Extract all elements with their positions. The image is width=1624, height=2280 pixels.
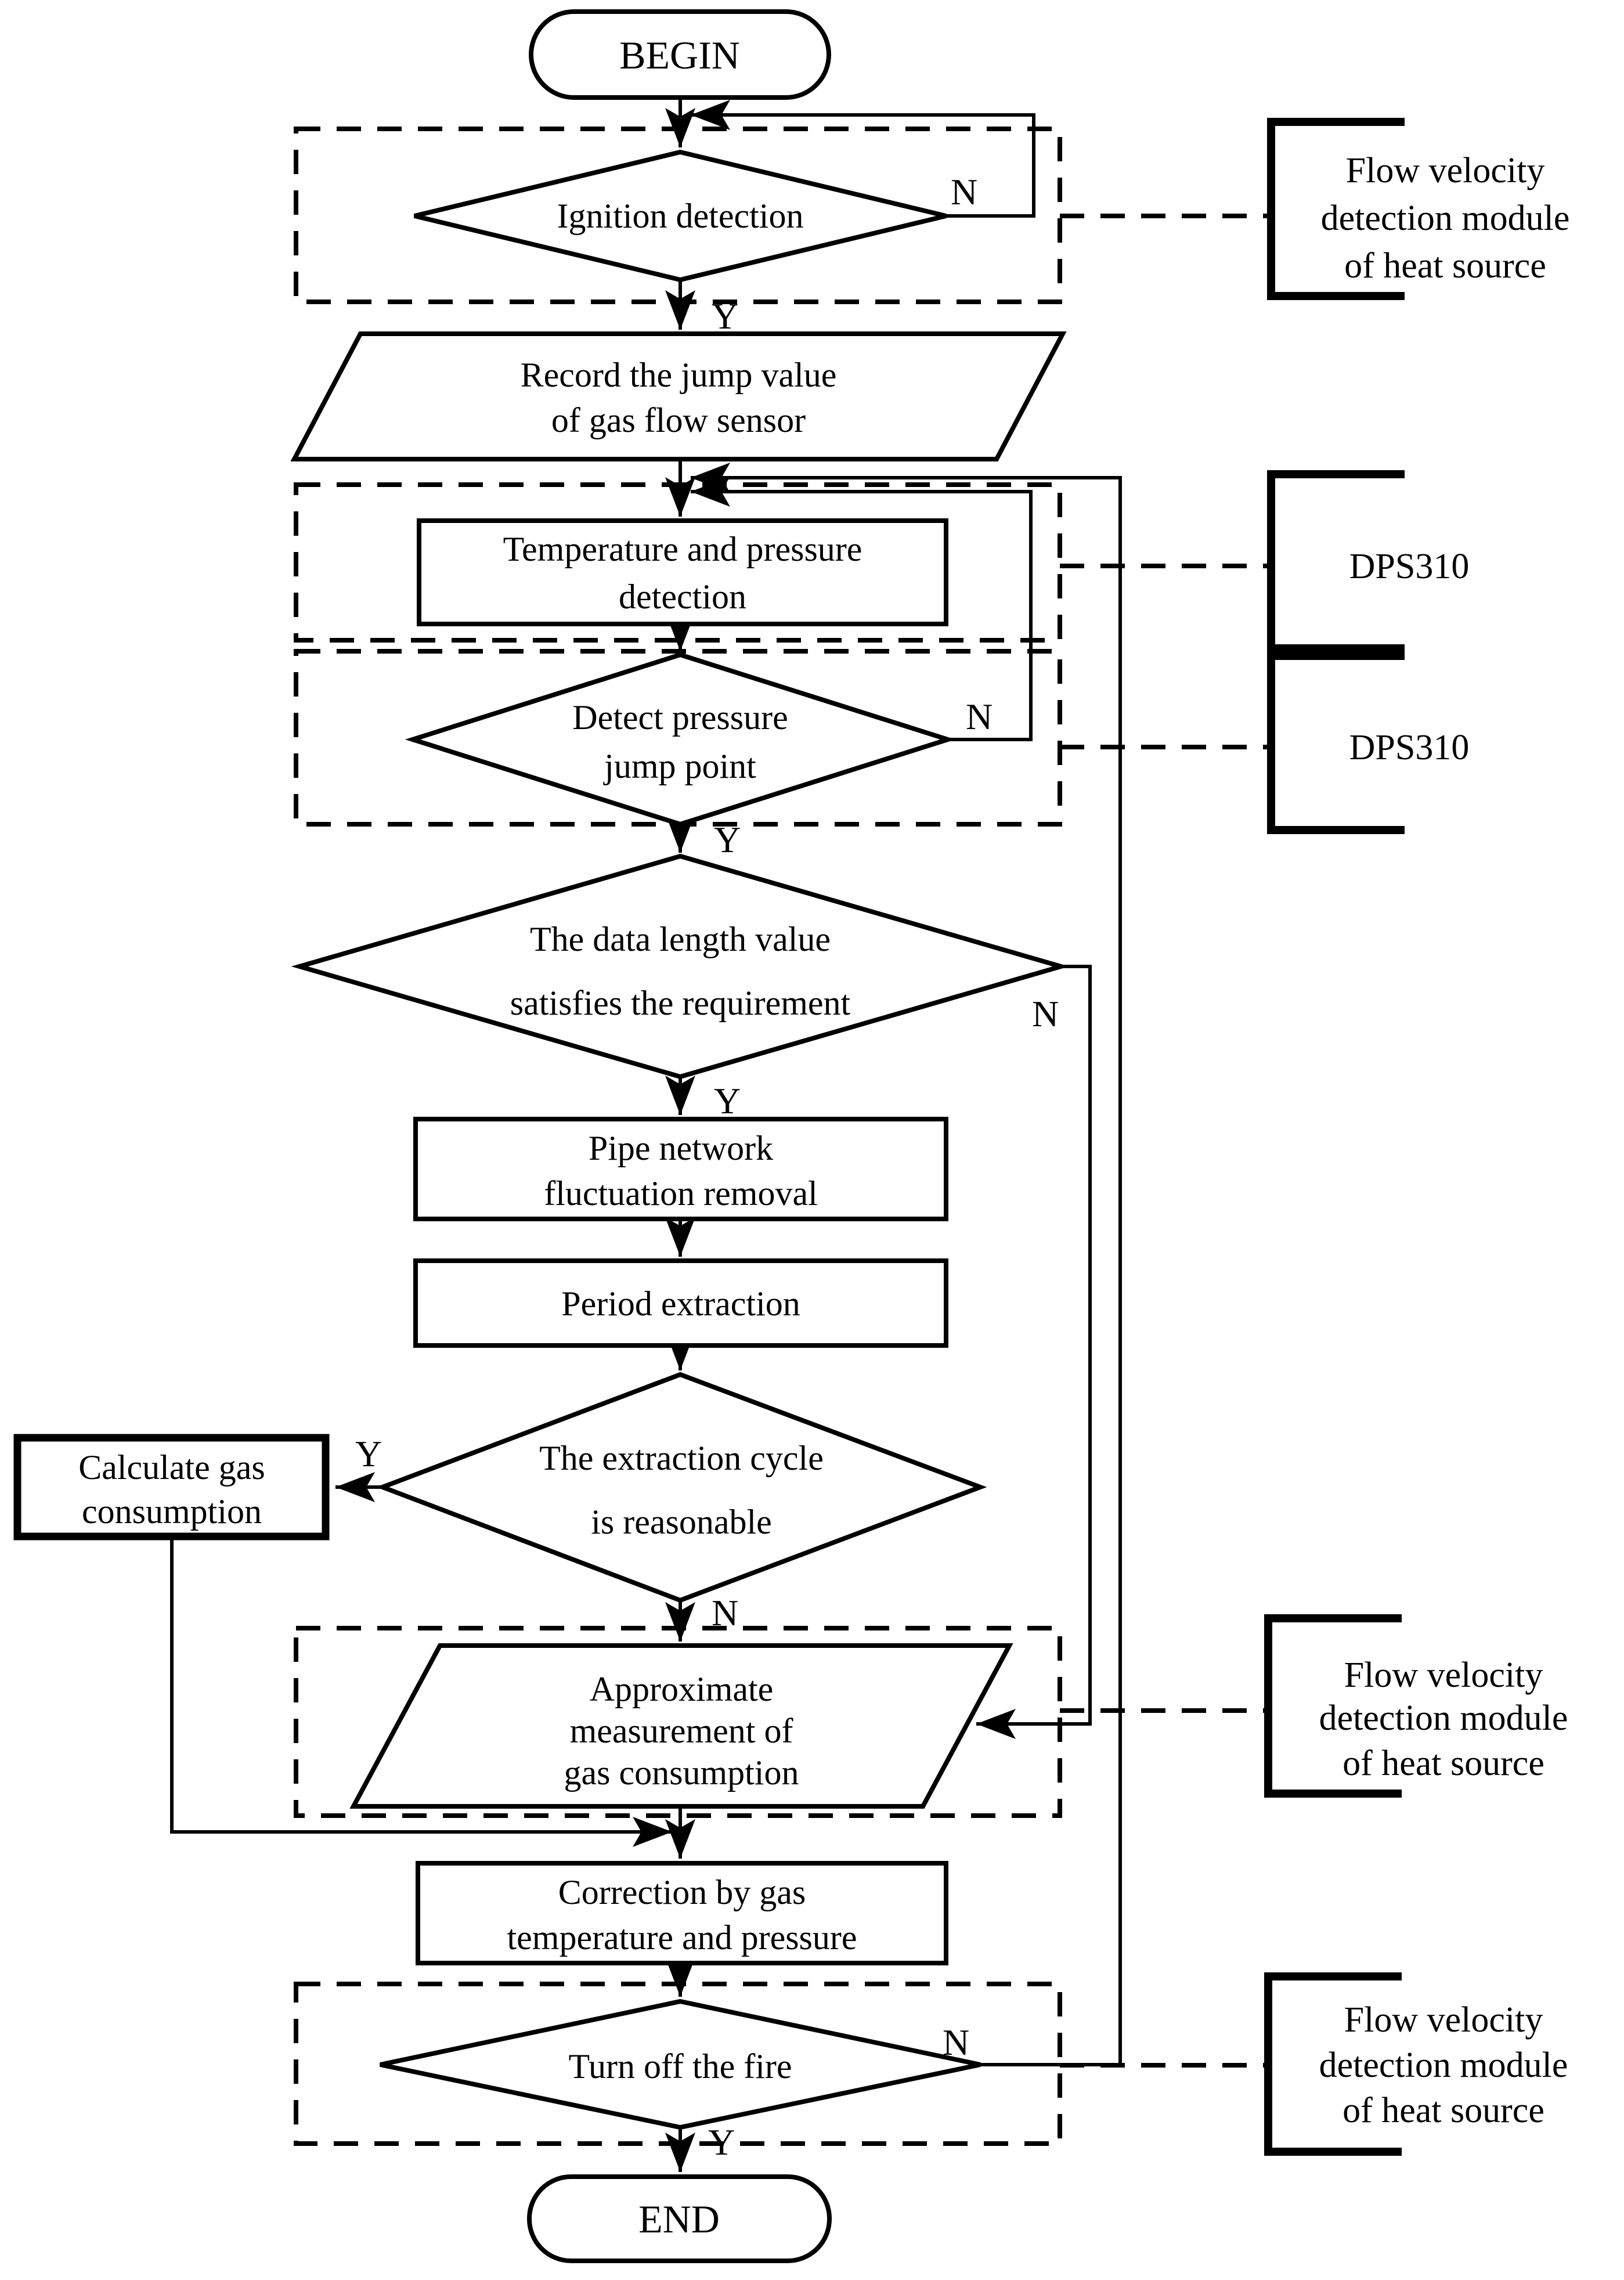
annotation-flow-top-line2: detection module [1321,199,1570,238]
label-data-length-no: N [1032,993,1059,1034]
label-cycle-no: N [712,1592,738,1633]
edge-pressure-jump-no-loop [691,477,1033,741]
node-turn-off-fire [380,1998,981,2130]
node-correction-line2: temperature and pressure [507,1918,857,1957]
node-approximate-line1: Approximate [590,1670,774,1708]
node-pipe-line1: Pipe network [589,1129,773,1167]
label-pressure-jump-yes: Y [714,819,741,860]
node-pressure-jump-line1: Detect pressure [572,698,788,737]
label-turn-off-yes: Y [708,2122,735,2163]
annotation-flow-mid-line3: of heat source [1342,1744,1544,1783]
node-end [527,2174,832,2263]
annotation-flow-top-line3: of heat source [1344,246,1546,286]
node-begin [529,9,831,100]
bracket-dps310-b [1267,652,1405,834]
node-period-label: Period extraction [561,1285,800,1323]
node-calculate-line2: consumption [82,1492,262,1531]
node-record-jump-value [290,331,1067,461]
node-turn-off-label: Turn off the fire [569,2047,792,2086]
bracket-flow-velocity-top [1267,118,1405,300]
edge-turn-off-no-loop [691,463,1122,2066]
bracket-flow-velocity-bottom [1264,1972,1402,2156]
edge-calculate-join-path [170,1536,672,1847]
node-record-line1: Record the jump value [521,356,837,394]
bracket-dps310-a [1267,470,1405,652]
label-data-length-yes: Y [714,1080,741,1121]
node-begin-label: BEGIN [619,33,740,77]
node-approximate-line2: measurement of [570,1712,793,1750]
node-correction-line1: Correction by gas [558,1873,806,1911]
node-approximate-measurement [349,1643,1013,1809]
bracket-flow-velocity-mid [1264,1614,1402,1798]
edge-data-length-no-path [976,965,1092,1739]
annotation-flow-mid-line2: detection module [1319,1698,1568,1738]
label-pressure-jump-no: N [966,696,993,737]
annotation-dps310-a-label: DPS310 [1349,547,1470,586]
node-data-length-check [291,853,1070,1080]
annotation-flow-top-line1: Flow velocity [1346,151,1545,190]
node-temperature-detection [417,518,948,626]
node-data-length-line2: satisfies the requirement [510,984,851,1022]
node-detect-pressure-jump [405,652,956,827]
node-pipe-line2: fluctuation removal [544,1174,818,1213]
node-calculate-consumption [13,1434,330,1541]
annotation-flow-bottom-line3: of heat source [1342,2091,1544,2130]
label-ignition-no: N [951,171,977,212]
annotation-flow-mid-line1: Flow velocity [1344,1655,1543,1695]
node-cycle-line1: The extraction cycle [539,1439,824,1477]
node-ignition-label: Ignition detection [557,197,804,235]
node-pipe-network-removal [413,1117,948,1221]
annotation-flow-bottom-line1: Flow velocity [1344,2000,1543,2040]
node-data-length-line1: The data length value [530,920,831,958]
node-temperature-line1: Temperature and pressure [503,530,862,568]
node-period-extraction [413,1258,948,1348]
node-cycle-line2: is reasonable [591,1503,772,1541]
node-correction [416,1861,948,1965]
annotation-dps310-b-label: DPS310 [1349,728,1470,767]
node-ignition-detection [414,149,947,283]
label-turn-off-no: N [943,2022,969,2063]
label-ignition-yes: Y [712,295,738,337]
node-approximate-line3: gas consumption [564,1754,799,1792]
node-pressure-jump-line2: jump point [603,747,756,785]
node-end-label: END [638,2197,720,2241]
label-cycle-yes: Y [355,1433,382,1474]
node-temperature-line2: detection [619,578,746,616]
annotation-flow-bottom-line2: detection module [1319,2045,1568,2085]
node-extraction-cycle-check [376,1372,987,1603]
node-record-line2: of gas flow sensor [551,401,806,439]
edge-ignition-no-loop [691,100,1035,218]
node-calculate-line1: Calculate gas [78,1448,265,1487]
